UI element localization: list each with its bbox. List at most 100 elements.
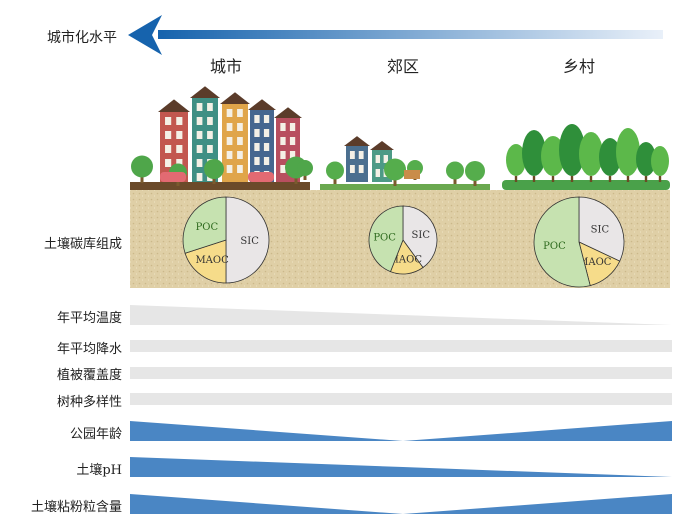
gradient-label-tree-diversity: 树种多样性 bbox=[56, 395, 122, 410]
gradient-label-temperature: 年平均温度 bbox=[56, 311, 122, 326]
tree-crown bbox=[384, 158, 406, 181]
house-wall bbox=[346, 146, 368, 182]
urban-tree bbox=[204, 159, 224, 184]
house-window bbox=[176, 131, 183, 139]
gradient-bar-2 bbox=[130, 340, 672, 352]
suburban-tree bbox=[465, 161, 485, 186]
pie-slice-poc bbox=[182, 196, 227, 254]
tree-crown bbox=[522, 130, 546, 176]
tree-trunk bbox=[589, 176, 593, 182]
gradient-bar-1 bbox=[130, 305, 672, 325]
rural-ground bbox=[502, 180, 670, 190]
tree-crown bbox=[204, 159, 224, 179]
house-window bbox=[196, 159, 203, 167]
gradient-bar-5 bbox=[130, 421, 672, 441]
house-window bbox=[280, 151, 286, 159]
house-window bbox=[196, 117, 203, 125]
house-window bbox=[207, 131, 213, 139]
rural-tree bbox=[636, 142, 656, 182]
house-window bbox=[263, 157, 270, 165]
gradient-bar-4 bbox=[130, 393, 672, 405]
house-roof bbox=[344, 136, 370, 146]
house-window bbox=[254, 157, 260, 165]
suburban-tree bbox=[446, 161, 464, 184]
rural-tree bbox=[506, 144, 526, 182]
house-window bbox=[280, 123, 286, 131]
gradient-label-vegetation-cover: 植被覆盖度 bbox=[56, 368, 122, 383]
zone-label-urban: 城市 bbox=[209, 57, 243, 76]
rural-tree bbox=[616, 128, 640, 182]
house-window bbox=[349, 151, 355, 159]
gradient-label-park-age: 公园年龄 bbox=[69, 427, 122, 442]
pie-slice-poc bbox=[533, 196, 591, 288]
tree-crown bbox=[616, 128, 640, 176]
pie-label-sic: SIC bbox=[412, 230, 431, 241]
house-window bbox=[358, 151, 364, 159]
house-window bbox=[280, 165, 286, 173]
house-window bbox=[196, 131, 203, 139]
tree-crown bbox=[465, 161, 485, 181]
gradient-label-precipitation: 年平均降水 bbox=[56, 342, 122, 357]
house-window bbox=[165, 117, 172, 125]
house-roof bbox=[274, 107, 302, 118]
tree-trunk bbox=[626, 176, 630, 182]
house-window bbox=[226, 123, 233, 131]
urban-tree bbox=[131, 155, 153, 183]
house-roof bbox=[370, 141, 394, 150]
tree-crown bbox=[326, 161, 344, 180]
tree-crown bbox=[599, 138, 621, 176]
tree-crown bbox=[446, 161, 464, 180]
urbanization-arrow-label: 城市化水平 bbox=[47, 30, 117, 46]
house-window bbox=[289, 123, 296, 131]
zone-label-rural: 乡村 bbox=[562, 57, 596, 76]
pie-2: SIC MAOC POC bbox=[368, 205, 438, 275]
tree-trunk bbox=[608, 176, 612, 182]
house-roof bbox=[158, 99, 190, 112]
rural-tree bbox=[599, 138, 621, 182]
pie-label-maoc: MAOC bbox=[578, 257, 612, 268]
urban-tree bbox=[297, 160, 313, 180]
tree-trunk bbox=[570, 176, 574, 182]
pie-label-poc: POC bbox=[543, 241, 566, 252]
house-window bbox=[280, 137, 286, 145]
house-window bbox=[226, 109, 233, 117]
suburban-ground bbox=[320, 184, 490, 190]
house-window bbox=[176, 117, 183, 125]
house-window bbox=[196, 103, 203, 111]
house-wall bbox=[250, 110, 274, 182]
pie-slice-sic bbox=[225, 196, 270, 284]
pie-label-poc: POC bbox=[373, 232, 396, 243]
urbanization-arrow-head bbox=[128, 15, 162, 55]
house-roof bbox=[190, 86, 220, 98]
house-window bbox=[237, 151, 243, 159]
gradient-bar-7 bbox=[130, 494, 672, 514]
urban-car bbox=[248, 172, 274, 182]
house-window bbox=[237, 137, 243, 145]
suburban-cow bbox=[404, 170, 420, 179]
tree-crown bbox=[131, 155, 153, 178]
house-window bbox=[375, 169, 380, 177]
gradient-bar-6 bbox=[130, 457, 672, 477]
rural-tree bbox=[579, 132, 603, 182]
house-window bbox=[254, 129, 260, 137]
house-window bbox=[207, 103, 213, 111]
tree-trunk bbox=[514, 176, 518, 182]
house-window bbox=[176, 145, 183, 153]
soil-carbon-label: 土壤碳库组成 bbox=[43, 237, 122, 252]
tree-crown bbox=[651, 146, 669, 176]
house-window bbox=[254, 115, 260, 123]
house-window bbox=[226, 151, 233, 159]
house-window bbox=[226, 165, 233, 173]
pie-label-sic: SIC bbox=[591, 225, 610, 236]
suburban-tree bbox=[384, 158, 406, 186]
gradient-bar-3 bbox=[130, 367, 672, 379]
house-window bbox=[237, 109, 243, 117]
urban-ground bbox=[130, 182, 310, 190]
house-window bbox=[289, 151, 296, 159]
pie-label-maoc: MAOC bbox=[389, 255, 423, 266]
house-wall bbox=[222, 104, 248, 182]
tree-crown bbox=[636, 142, 656, 176]
suburban-house bbox=[344, 136, 370, 182]
